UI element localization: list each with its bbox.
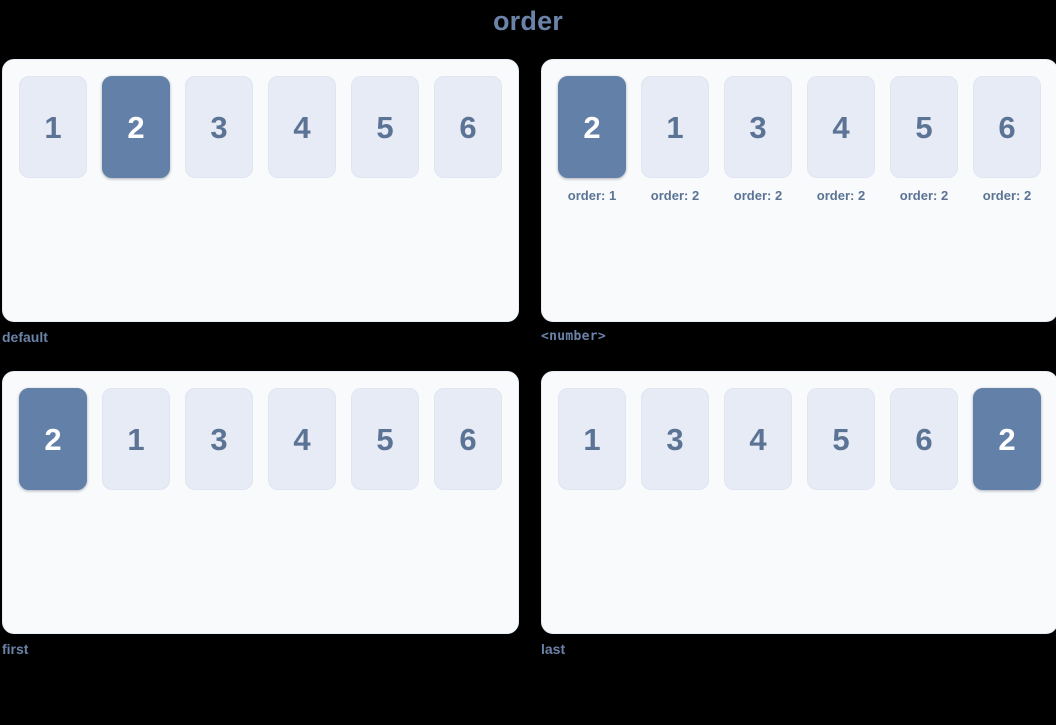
flex-item-box[interactable]: 4: [268, 388, 336, 490]
flex-item-box[interactable]: 1: [558, 388, 626, 490]
flex-item-box-highlighted[interactable]: 2: [19, 388, 87, 490]
flex-item-box-highlighted[interactable]: 2: [102, 76, 170, 178]
flex-item: 4: [724, 388, 792, 490]
flex-item: 6: [890, 388, 958, 490]
flex-item: 3: [641, 388, 709, 490]
order-value-label: order: 1: [567, 188, 617, 203]
flex-item: 2: [102, 76, 170, 178]
flex-item: 3: [185, 388, 253, 490]
flex-item-box[interactable]: 1: [102, 388, 170, 490]
flex-item: 6: [434, 76, 502, 178]
flex-item: 2: [19, 388, 87, 490]
flex-item-box[interactable]: 4: [268, 76, 336, 178]
page-title: order: [492, 6, 564, 36]
flex-item: 1 order: 2: [641, 76, 709, 204]
order-value-label: order: 2: [899, 188, 949, 203]
flex-item: 4: [268, 76, 336, 178]
flex-item-box[interactable]: 6: [434, 388, 502, 490]
demo-caption: default: [2, 329, 48, 345]
flex-container: 2 order: 1 1 order: 2 3 order: 2 4 order: 2 5 ord…: [558, 76, 1041, 204]
flex-item: 1: [558, 388, 626, 490]
flex-item-box[interactable]: 3: [641, 388, 709, 490]
order-value-label: order: 2: [982, 188, 1032, 203]
flex-item: 3 order: 2: [724, 76, 792, 204]
flex-item-box[interactable]: 5: [351, 76, 419, 178]
flex-item: 1: [102, 388, 170, 490]
flex-item: 2: [973, 388, 1041, 490]
flex-item-box[interactable]: 6: [434, 76, 502, 178]
flex-item: 5 order: 2: [890, 76, 958, 204]
flex-item: 5: [351, 76, 419, 178]
flex-item-box[interactable]: 6: [890, 388, 958, 490]
order-value-label: order: 2: [650, 188, 700, 203]
flex-item: 3: [185, 76, 253, 178]
flex-item: 2 order: 1: [558, 76, 626, 204]
demo-panel: 2 order: 1 1 order: 2 3 order: 2 4 order: 2 5 ord…: [541, 59, 1056, 322]
flex-item: 6 order: 2: [973, 76, 1041, 204]
flex-item-box[interactable]: 1: [19, 76, 87, 178]
demo-number: 2 order: 1 1 order: 2 3 order: 2 4 order: 2 5 ord…: [541, 59, 1056, 349]
flex-item-box-highlighted[interactable]: 2: [973, 388, 1041, 490]
flex-item: 5: [807, 388, 875, 490]
flex-item-box[interactable]: 5: [890, 76, 958, 178]
flex-item-box[interactable]: 5: [807, 388, 875, 490]
flex-item-box[interactable]: 1: [641, 76, 709, 178]
flex-item: 4: [268, 388, 336, 490]
flex-item: 6: [434, 388, 502, 490]
demo-caption: <number>: [541, 329, 607, 344]
flex-item-box[interactable]: 3: [185, 76, 253, 178]
flex-item-box[interactable]: 4: [724, 388, 792, 490]
flex-item-box[interactable]: 6: [973, 76, 1041, 178]
order-value-label: order: 2: [816, 188, 866, 203]
flex-item: 1: [19, 76, 87, 178]
demo-caption: last: [541, 641, 566, 657]
flex-item-box[interactable]: 5: [351, 388, 419, 490]
flex-item-box[interactable]: 3: [724, 76, 792, 178]
flex-item-box[interactable]: 3: [185, 388, 253, 490]
flex-item: 5: [351, 388, 419, 490]
demo-caption: first: [2, 641, 29, 657]
flex-item: 4 order: 2: [807, 76, 875, 204]
flex-item-box[interactable]: 4: [807, 76, 875, 178]
order-value-label: order: 2: [733, 188, 783, 203]
flex-item-box-highlighted[interactable]: 2: [558, 76, 626, 178]
